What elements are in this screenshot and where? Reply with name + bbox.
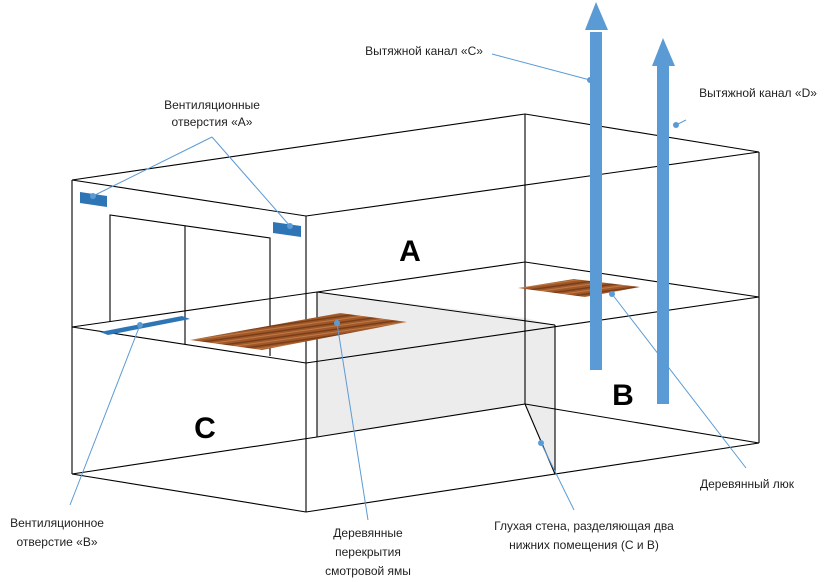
vent-b-label-line1: Вентиляционное (10, 516, 104, 530)
vent-b-label-line2: отверстие «В» (16, 535, 97, 549)
leader-lines (69, 53, 747, 521)
channel-d-label: Вытяжной канал «D» (699, 86, 817, 100)
vent-a-left (80, 192, 107, 207)
pit-covers-label-line3: смотровой ямы (325, 564, 411, 578)
room-c-label: C (194, 412, 216, 445)
dividing-wall (317, 292, 555, 474)
channel-d (652, 38, 675, 404)
vent-a-right (273, 222, 301, 237)
pit-covers-label-line2: перекрытия (335, 545, 401, 559)
channel-c (585, 2, 608, 370)
room-b-label: B (612, 379, 634, 412)
wall-label-line1: Глухая стена, разделяющая два (494, 519, 674, 533)
building-outline (71, 113, 760, 513)
pit-covers (190, 313, 407, 350)
vent-a-label-line1: Вентиляционные (164, 98, 260, 112)
wooden-hatch (518, 279, 640, 297)
pit-covers-label-line1: Деревянные (333, 526, 403, 540)
channel-c-label: Вытяжной канал «С» (365, 44, 483, 58)
room-a-label: A (399, 235, 421, 268)
hatch-label: Деревянный люк (700, 477, 795, 491)
vent-a-label-line2: отверстия «А» (172, 115, 253, 129)
vent-b (100, 316, 190, 335)
wall-label-line2: нижних помещения (С и В) (509, 538, 659, 552)
